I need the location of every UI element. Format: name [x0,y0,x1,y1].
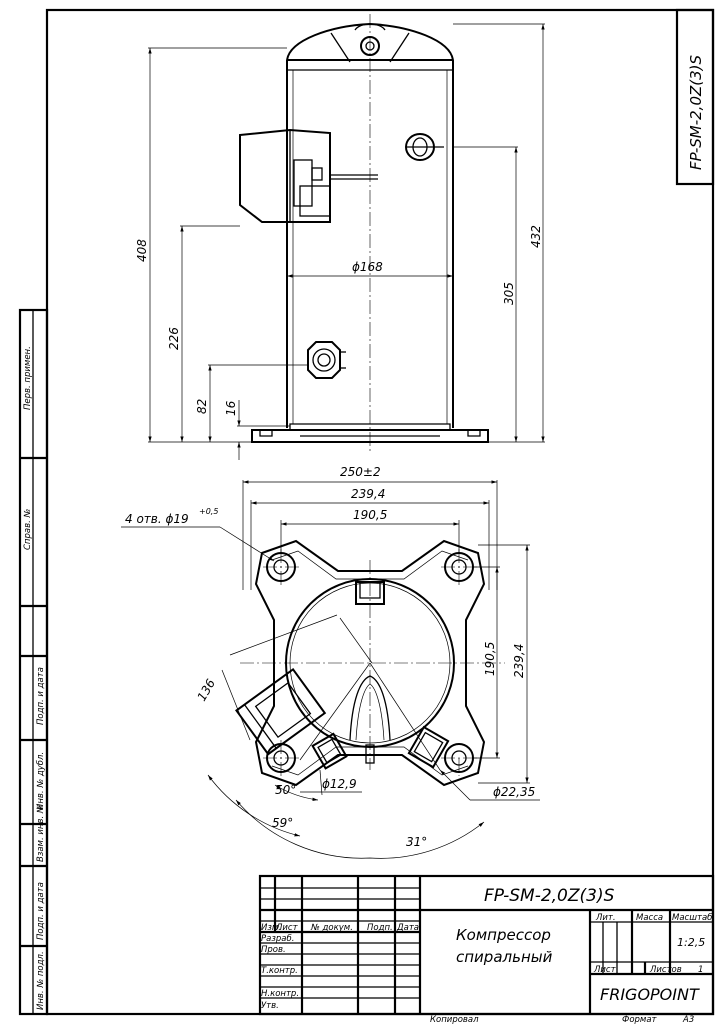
tb-row-tkontr: Т.контр. [261,966,298,976]
tb-drawing-code: FP-SM-2,0Z(3)S [484,886,615,906]
tb-company: FRIGOPOINT [600,985,700,1004]
stamp-inv-dubl: Инв. № дубл. [36,752,46,810]
tb-row-utv: Утв. [261,1001,279,1011]
label-pipe-discharge: ϕ22,35 [493,785,535,799]
tb-scale: 1:2,5 [677,936,705,949]
tb-title-line2: спиральный [456,948,553,966]
dim-height-432: 432 [529,225,543,248]
dim-side-239: 239,4 [512,644,526,678]
tb-row-razrab: Разраб. [261,934,294,944]
dim-angle-50: 50° [275,783,296,797]
dim-diameter-168: ϕ168 [352,260,383,274]
stamp-inv-podl: Инв. № подл. [36,951,46,1010]
tb-col-list: Лист [275,923,299,933]
stamp-sprav-no: Справ. № [23,508,33,550]
tb-listov: Листов [649,965,682,975]
stamp-vzam-inv: Взам. инв. № [36,804,46,862]
dim-side-190: 190,5 [483,642,497,676]
label-pipe-suction: ϕ12,9 [322,777,357,791]
tb-col-data: Дата [396,923,419,933]
tb-col-doc: № докум. [310,923,353,933]
stamp-podp-data-1: Подп. и дата [36,667,46,725]
tb-format-label: Формат [622,1015,658,1024]
tb-sheets-total: 1 [698,965,703,975]
dim-angle-31: 31° [406,835,427,849]
stamp-perv-primen: Перв. примен. [23,346,33,410]
tb-title-line1: Компрессор [456,926,551,944]
dim-height-16: 16 [224,400,238,416]
dim-height-226: 226 [167,327,181,350]
compressor-plan-view [235,539,505,787]
compressor-side-view [239,14,489,452]
tb-format-value: А3 [682,1015,694,1024]
side-view-dimensions: 408 226 82 16 432 305 ϕ168 [135,23,545,460]
side-stamp-labels: Перв. примен. Справ. № Подп. и дата Инв.… [23,346,46,1010]
tb-col-izm: Изм. [261,923,281,933]
plan-view-dimensions: 250±2 239,4 190,5 190,5 239,4 4 отв. ϕ19… [121,465,540,859]
rotated-code-box [675,8,715,186]
tb-row-prov: Пров. [261,945,286,955]
tb-masshtab: Масштаб [672,913,712,923]
dim-width-250: 250±2 [340,465,381,479]
dim-136: 136 [194,676,218,703]
dim-width-239: 239,4 [351,487,385,501]
tb-massa: Масса [636,913,663,923]
tb-row-nkontr: Н.контр. [261,989,299,999]
tb-col-podp: Подп. [367,923,393,933]
dim-height-82: 82 [195,399,209,414]
dim-height-408: 408 [135,239,149,262]
label-holes: 4 отв. ϕ19 [125,512,189,526]
stamp-podp-data-2: Подп. и дата [36,882,46,940]
dim-angle-59: 59° [272,816,293,830]
dim-height-305: 305 [502,282,516,305]
dim-width-190: 190,5 [353,508,387,522]
tb-lit: Лит. [595,913,616,923]
rotated-drawing-code: FP-SM-2,0Z(3)S [687,54,705,170]
tb-list: Лист [593,965,617,975]
tb-copied: Копировал [430,1015,479,1024]
title-block: Изм. Лист № докум. Подп. Дата Разраб. Пр… [258,874,715,1024]
label-holes-tolerance: +0,5 [199,507,218,516]
